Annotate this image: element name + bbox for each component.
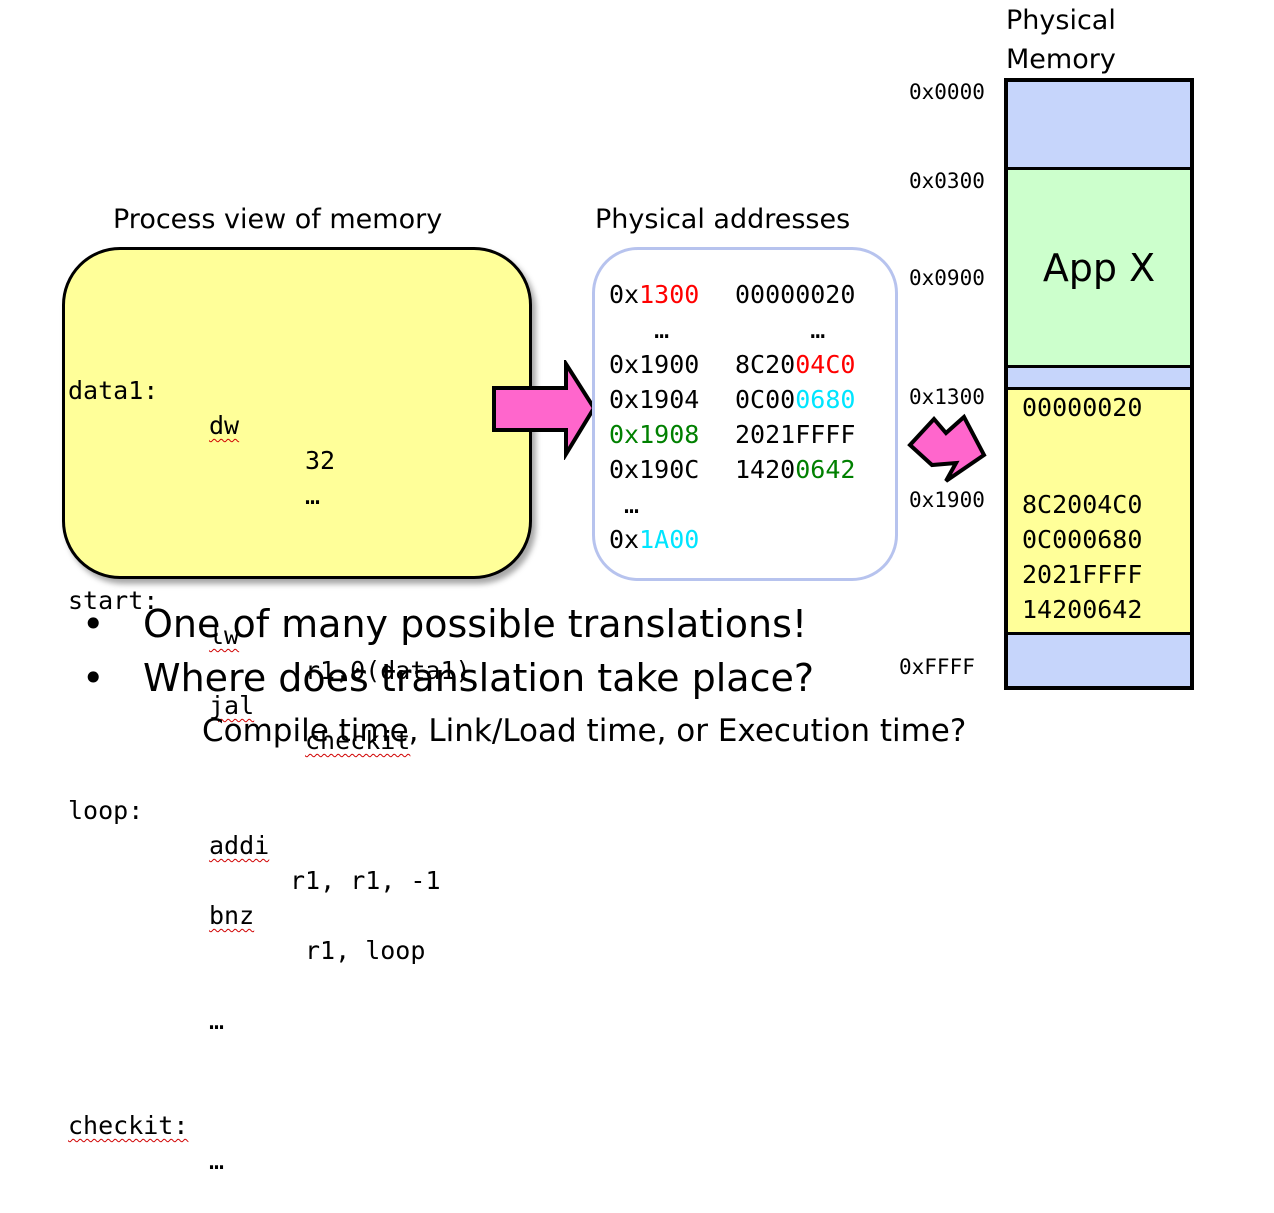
mem-value-data1: 00000020: [1022, 393, 1143, 422]
mem-segment-app-x: App X: [1008, 170, 1190, 368]
code-arg: checkit: [305, 726, 411, 755]
pa-address: …: [609, 490, 640, 519]
pa-value: 00000020: [735, 280, 856, 309]
code-label: start:: [68, 586, 159, 615]
pa-address: 0x1A00: [609, 525, 700, 554]
process-view-box: [62, 247, 532, 579]
code-line: bnz r1, loop: [68, 863, 425, 965]
pa-value: 2021FFFF: [735, 420, 856, 449]
pa-address: 0x1904: [609, 385, 700, 414]
mem-addr-1900: 0x1900: [909, 488, 985, 512]
code-arg: r1, r1, -1: [290, 866, 441, 895]
code-line: …: [68, 443, 320, 510]
code-op: …: [209, 1146, 225, 1175]
code-line: loop: addi r1, r1, -1: [68, 758, 441, 895]
mem-segment-bottom: [1008, 635, 1190, 686]
physical-addresses-heading: Physical addresses: [595, 204, 851, 235]
code-op: bnz: [209, 901, 255, 930]
mem-value: 8C2004C0: [1022, 490, 1143, 519]
code-arg: r1, loop: [305, 936, 426, 965]
code-arg: r1,0(data1): [305, 656, 471, 685]
mem-value: 2021FFFF: [1022, 560, 1143, 589]
sub-question: Compile time, Link/Load time, or Executi…: [202, 713, 967, 749]
memory-arrow: [907, 413, 987, 483]
code-line: checkit: …: [68, 1073, 224, 1175]
code-label: checkit:: [68, 1111, 189, 1140]
code-label: loop:: [68, 796, 144, 825]
pa-address: 0x1300: [609, 280, 700, 309]
bullet-text: One of many possible translations!: [143, 602, 808, 646]
pa-address: …: [609, 315, 670, 344]
pa-value: 8C2004C0: [735, 350, 856, 379]
mem-value: 14200642: [1022, 595, 1143, 624]
mem-values-code: 8C2004C0 0C000680 2021FFFF 14200642: [1022, 487, 1142, 627]
code-line: data1: dw 32: [68, 338, 335, 475]
physical-addresses-box: [592, 247, 898, 581]
translation-arrow: [492, 360, 597, 460]
bullet-dot: •: [82, 656, 105, 700]
mem-segment-top: [1008, 82, 1190, 170]
physical-memory-heading-line2: Memory: [1006, 44, 1116, 75]
pa-address: 0x1900: [609, 350, 700, 379]
process-view-heading: Process view of memory: [113, 204, 443, 235]
pa-value: …: [735, 315, 826, 344]
code-line: …: [68, 968, 224, 1035]
code-op: dw: [209, 411, 240, 440]
code-line: jal checkit: [68, 653, 410, 755]
pa-address: 0x1908: [609, 420, 700, 449]
mem-segment-gap: [1008, 368, 1190, 390]
code-op: addi: [209, 831, 270, 860]
code-line: start: lw r1,0(data1): [68, 548, 471, 685]
physical-memory: App X 00000020 8C2004C0 0C000680 2021FFF…: [1004, 78, 1194, 690]
code-label: data1:: [68, 376, 159, 405]
mem-addr-0000: 0x0000: [909, 80, 985, 104]
code-op: jal: [209, 691, 255, 720]
code-arg: 32: [305, 446, 336, 475]
mem-addr-0900: 0x0900: [909, 266, 985, 290]
mem-value: 0C000680: [1022, 525, 1143, 554]
app-x-label: App X: [1042, 246, 1156, 290]
bullet-text: Where does translation take place?: [143, 656, 815, 700]
code-arg: …: [305, 481, 321, 510]
code-op: …: [209, 1006, 225, 1035]
mem-addr-0300: 0x0300: [909, 169, 985, 193]
pa-address: 0x190C: [609, 455, 700, 484]
code-op: lw: [209, 621, 240, 650]
mem-segment-program: 00000020 8C2004C0 0C000680 2021FFFF 1420…: [1008, 390, 1190, 635]
mem-addr-1300: 0x1300: [909, 385, 985, 409]
physical-memory-heading-line1: Physical: [1006, 5, 1116, 36]
pa-value: 14200642: [735, 455, 856, 484]
mem-addr-ffff: 0xFFFF: [899, 655, 975, 679]
code-listing: data1: dw 32 … start: lw r1,0(data1) jal…: [68, 268, 471, 1175]
bullet-dot: •: [82, 602, 105, 646]
physical-memory-heading: Physical Memory: [1006, 1, 1116, 79]
pa-value: 0C000680: [735, 385, 856, 414]
